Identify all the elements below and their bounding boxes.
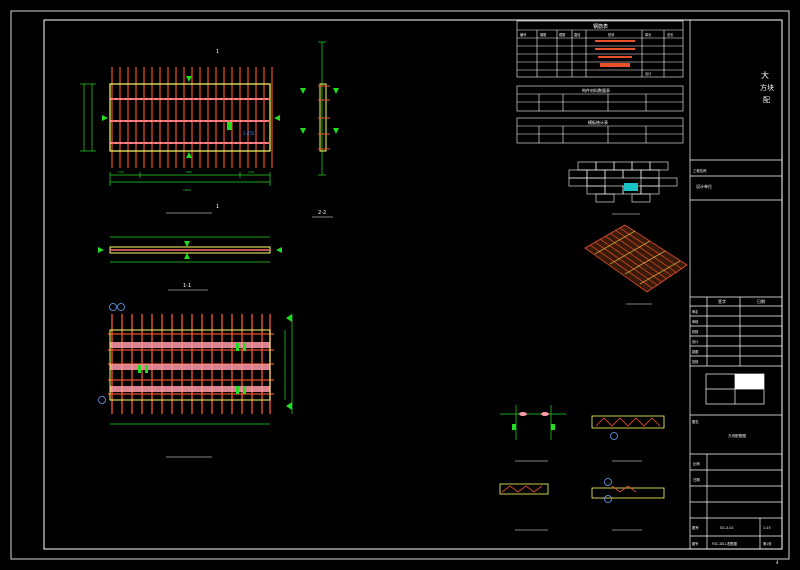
- vertical-title-3: 配: [763, 96, 770, 104]
- table2-title: 构件材料数量表: [582, 87, 610, 93]
- quantity-tables: [516, 20, 684, 144]
- bottom-strip-left: 图号: [692, 541, 698, 546]
- tb-row-3: 设计: [692, 339, 699, 344]
- cut-marker-top: 1: [216, 49, 219, 55]
- number-value: SG-3-01: [720, 526, 734, 530]
- cut-marker-bottom: 1: [216, 204, 219, 210]
- reinforcement-layout: [98, 303, 293, 458]
- drawing-name: 方块配筋图: [728, 433, 746, 438]
- logo-block: [735, 374, 764, 389]
- svg-text:120: 120: [248, 170, 254, 174]
- bottom-strip-right: 第1张: [763, 541, 772, 546]
- outer-frame: [10, 10, 790, 560]
- elevation-marker: 1.455: [243, 131, 255, 136]
- table1-col-2: 根数: [559, 32, 566, 37]
- table1-col-1: 钢筋: [540, 32, 546, 37]
- table1-col-5: 单长: [645, 32, 652, 37]
- title-block-header-a: 签字: [718, 298, 726, 304]
- section-1-1-label: 1-1: [183, 283, 191, 289]
- svg-text:120: 120: [118, 170, 124, 174]
- svg-text:1800: 1800: [183, 188, 191, 192]
- tb-row-4: 制图: [692, 349, 698, 354]
- project-label: 工程名称: [693, 168, 707, 173]
- svg-text:360: 360: [186, 170, 192, 174]
- isometric-view: [584, 224, 688, 305]
- vertical-title-2: 方块: [760, 83, 774, 92]
- tb-row-1: 审核: [692, 319, 699, 324]
- number-label: 图号: [692, 525, 699, 530]
- detail-sections: [499, 405, 665, 531]
- section-2-2-label: 2-2: [318, 210, 326, 216]
- drawing-name-label: 图名: [692, 419, 699, 424]
- section-2-2: 2-2: [300, 41, 339, 218]
- table1-col-0: 编号: [520, 32, 526, 37]
- section-1-1: 1-1: [98, 236, 282, 291]
- highlighted-block: [624, 183, 638, 191]
- design-unit-label: 设计单位: [696, 183, 712, 189]
- scale-label: 比例: [693, 461, 700, 466]
- plan-view: 120 360 120 1800 1 1 1.455: [80, 49, 280, 214]
- tb-row-2: 校核: [692, 329, 699, 334]
- table3-title: 模板统计表: [588, 119, 608, 125]
- table1-summary: 合计: [645, 71, 652, 76]
- table1-col-6: 总长: [667, 32, 674, 37]
- tb-row-6: 日期: [693, 477, 700, 482]
- title-block: [689, 20, 782, 549]
- tb-row-5: 复核: [692, 359, 699, 364]
- table1-col-3: 直径: [574, 32, 581, 37]
- sheet-number: 4: [776, 560, 779, 565]
- tb-row-0: 审定: [692, 309, 699, 314]
- scale-value: 1:25: [763, 526, 771, 530]
- bottom-strip-middle: FGC-D01-配筋图: [712, 541, 737, 546]
- inner-frame: [43, 19, 783, 550]
- title-block-header-b: 日期: [757, 298, 765, 304]
- table1-col-4: 形状: [608, 32, 615, 37]
- block-stack-elevation: [568, 161, 678, 203]
- table1-title: 钢筋表: [593, 23, 608, 30]
- vertical-title-1: 大: [761, 70, 769, 80]
